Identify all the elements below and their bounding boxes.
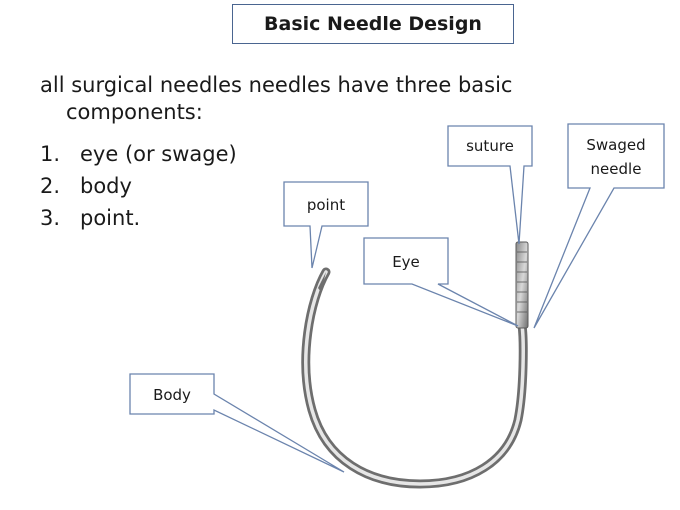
- page-title: Basic Needle Design: [264, 13, 482, 35]
- component-number: 1.: [40, 142, 61, 166]
- component-item: 2. body: [40, 170, 237, 202]
- callout-swaged-needle: Swaged needle: [533, 123, 665, 329]
- component-text: eye (or swage): [80, 142, 237, 166]
- needle-body-highlight: [304, 270, 525, 486]
- intro-line-1: all surgical needles needles have three …: [40, 73, 513, 97]
- swage-ridges: [517, 251, 527, 313]
- needle-point-shape: [318, 272, 326, 292]
- callout-body: Body: [129, 373, 345, 473]
- needle-body-shape: [301, 267, 528, 489]
- component-item: 1. eye (or swage): [40, 138, 237, 170]
- component-number: 2.: [40, 174, 61, 198]
- label-swaged-line-2: needle: [591, 160, 642, 178]
- needle-swage-shape: [515, 241, 529, 329]
- label-suture: suture: [466, 137, 514, 155]
- intro-text: all surgical needles needles have three …: [40, 72, 580, 126]
- callout-point: point: [283, 181, 369, 269]
- label-eye: Eye: [392, 253, 420, 271]
- callout-eye: Eye: [363, 237, 519, 327]
- callout-suture: suture: [447, 125, 533, 245]
- needle-graphic: [301, 241, 529, 489]
- title-box: Basic Needle Design: [232, 4, 514, 44]
- label-point: point: [307, 196, 345, 214]
- intro-line-2: components:: [66, 100, 203, 124]
- label-body: Body: [153, 386, 191, 404]
- component-text: point.: [80, 206, 141, 230]
- component-number: 3.: [40, 206, 61, 230]
- label-swaged-line-1: Swaged: [586, 136, 645, 154]
- components-list: 1. eye (or swage) 2. body 3. point.: [40, 138, 237, 234]
- component-item: 3. point.: [40, 202, 237, 234]
- component-text: body: [80, 174, 132, 198]
